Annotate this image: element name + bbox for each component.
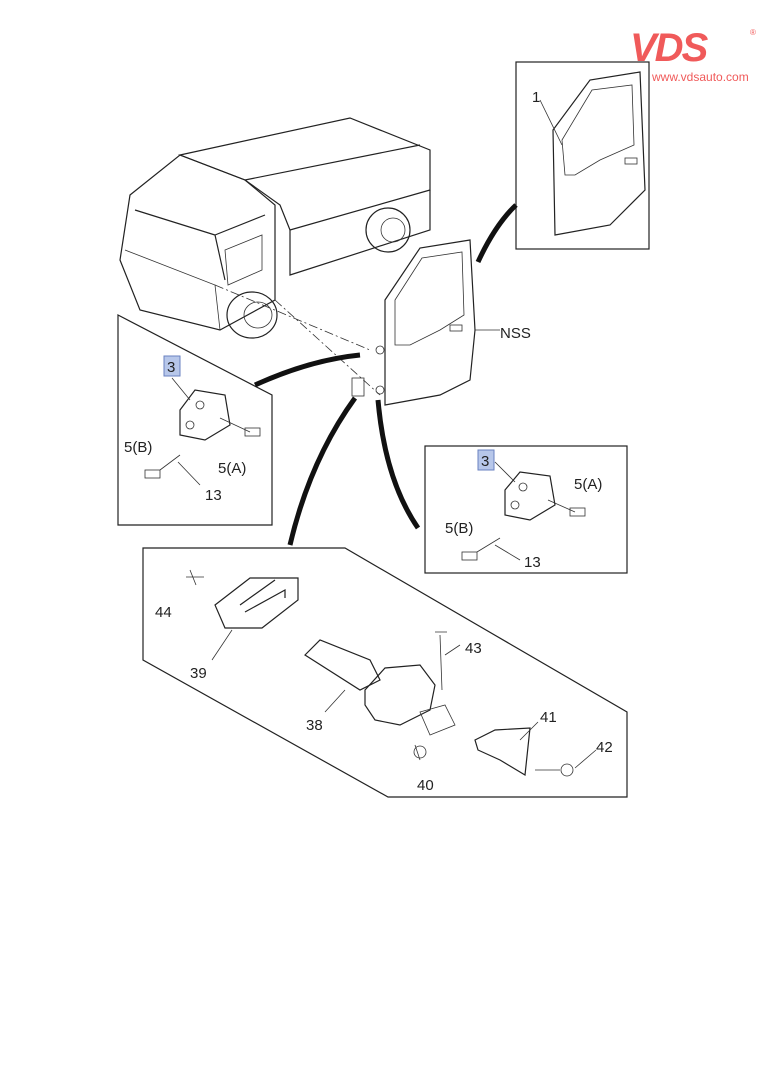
label-hinge-upper-bolt-b: 5(B) <box>124 439 152 456</box>
label-hinge-upper-part: 3 <box>167 359 175 376</box>
label-check-cover: 39 <box>190 665 207 682</box>
logo-url: www.vdsauto.com <box>652 70 749 84</box>
registered-mark: ® <box>750 28 756 37</box>
label-hinge-lower-part: 3 <box>481 453 489 470</box>
label-part-1: 1 <box>532 89 540 106</box>
label-hinge-lower-washer: 13 <box>524 554 541 571</box>
label-check-clip: 44 <box>155 604 172 621</box>
label-check-nut: 40 <box>417 777 434 794</box>
label-check-bolt: 42 <box>596 739 613 756</box>
vds-logo: VDS ® www.vdsauto.com <box>630 28 760 84</box>
logo-brand: VDS <box>630 26 708 70</box>
truck-illustration <box>119 117 431 396</box>
door-check-inset: 44 39 43 38 41 42 40 <box>142 396 628 798</box>
label-hinge-upper-bolt-a: 5(A) <box>218 460 246 477</box>
door-inset: 1 <box>475 61 650 264</box>
label-check-strap: 38 <box>306 717 323 734</box>
hinge-upper-inset: 3 5(B) 5(A) 13 <box>117 314 361 526</box>
label-check-pin: 43 <box>465 640 482 657</box>
label-hinge-upper-washer: 13 <box>205 487 222 504</box>
label-check-bracket: 41 <box>540 709 557 726</box>
hinge-lower-inset: 3 5(B) 5(A) 13 <box>375 399 628 574</box>
label-nss: NSS <box>500 325 531 342</box>
label-hinge-lower-bolt-a: 5(A) <box>574 476 602 493</box>
label-hinge-lower-bolt-b: 5(B) <box>445 520 473 537</box>
door-nss: NSS <box>351 239 531 406</box>
